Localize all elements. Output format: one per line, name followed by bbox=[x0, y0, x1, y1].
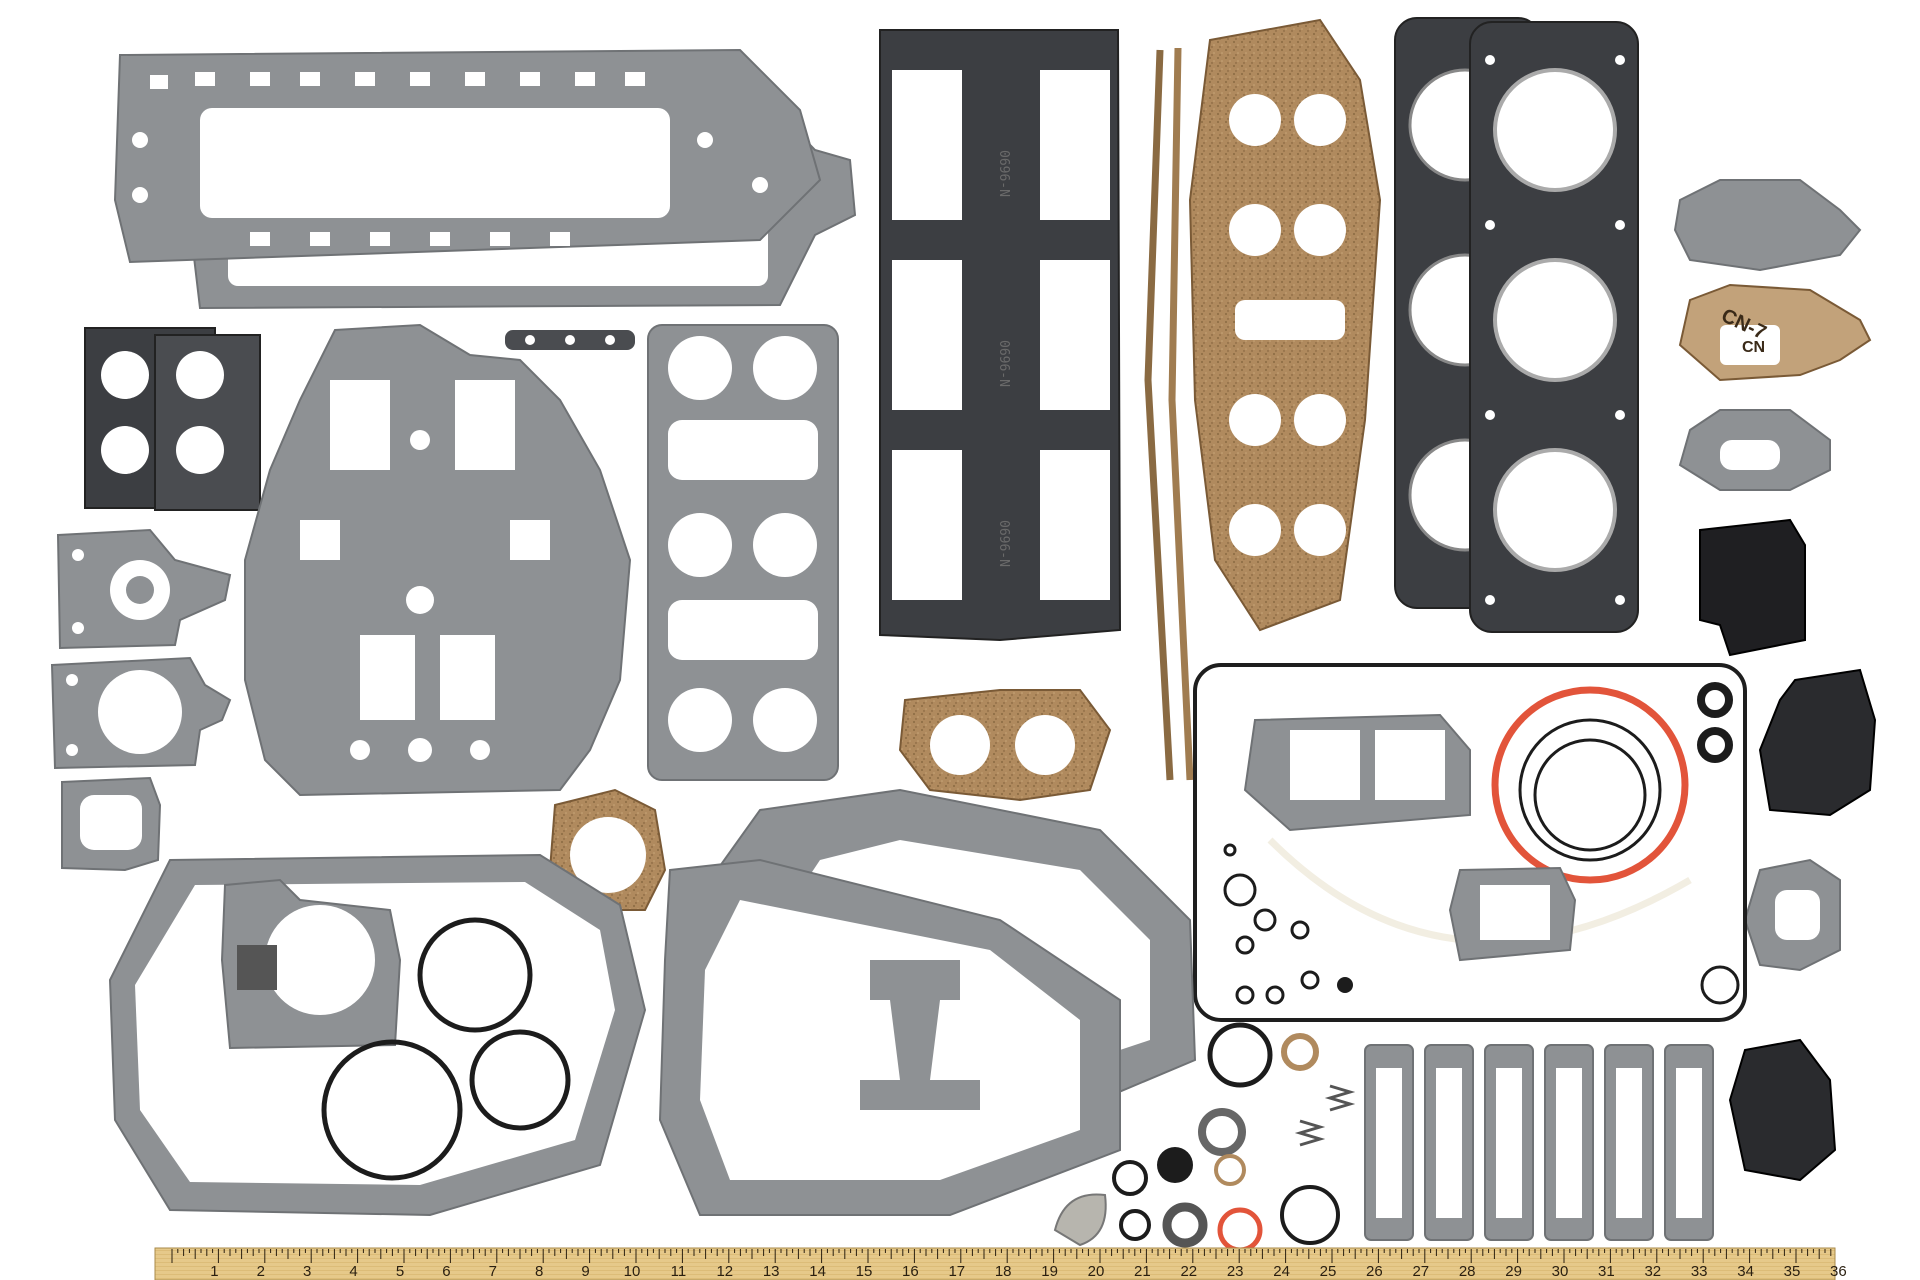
ruler-number: 27 bbox=[1412, 1263, 1429, 1280]
intake-stamp-1: 0696-N bbox=[996, 150, 1011, 197]
ruler-number: 14 bbox=[809, 1263, 826, 1280]
ruler-number: 17 bbox=[948, 1263, 965, 1280]
ruler-ticks bbox=[171, 1249, 1832, 1263]
cylinder-head-gasket-front bbox=[1469, 21, 1639, 633]
ruler-number: 16 bbox=[902, 1263, 919, 1280]
fuel-pump-gasket-gray bbox=[1673, 179, 1862, 272]
seal-kit-sheet bbox=[1193, 663, 1747, 1022]
water-pump-gasket-1 bbox=[56, 528, 232, 650]
water-pump-gasket-3 bbox=[61, 776, 162, 872]
ruler-number: 7 bbox=[489, 1263, 497, 1280]
cylinder-port-gasket bbox=[647, 324, 839, 781]
ruler-number: 21 bbox=[1134, 1263, 1151, 1280]
ruler-number: 35 bbox=[1784, 1263, 1801, 1280]
ruler-number: 31 bbox=[1598, 1263, 1615, 1280]
carburetor-gasket-black bbox=[84, 327, 261, 511]
small-strip-gasket bbox=[505, 330, 635, 350]
ruler-number: 26 bbox=[1366, 1263, 1383, 1280]
ruler-number: 30 bbox=[1552, 1263, 1569, 1280]
ruler-number: 1 bbox=[210, 1263, 218, 1280]
intake-stamp-2: 0696-N bbox=[996, 340, 1011, 387]
exhaust-cover-gasket-front bbox=[113, 48, 822, 264]
ruler-number: 18 bbox=[995, 1263, 1012, 1280]
ruler-number: 12 bbox=[716, 1263, 733, 1280]
intake-manifold-gasket: 0696-N 0696-N 0696-N bbox=[879, 29, 1122, 642]
fuel-pump-gasket-gray-2 bbox=[1678, 409, 1831, 491]
ruler-number: 28 bbox=[1459, 1263, 1476, 1280]
fuel-pump-label-2: CN bbox=[1742, 339, 1765, 356]
ruler-number: 24 bbox=[1273, 1263, 1290, 1280]
ruler-number: 23 bbox=[1227, 1263, 1244, 1280]
o-rings-lower-left bbox=[321, 917, 571, 1181]
ruler-number: 15 bbox=[856, 1263, 873, 1280]
crankcase-gasket bbox=[244, 323, 632, 797]
reed-block-gaskets bbox=[1364, 1044, 1714, 1241]
ruler-number: 19 bbox=[1041, 1263, 1058, 1280]
cork-strip-gaskets bbox=[1144, 47, 1194, 781]
intake-stamp-3: 0696-N bbox=[996, 520, 1011, 567]
ruler-number: 8 bbox=[535, 1263, 543, 1280]
fuel-pump-diaphragm-black bbox=[1699, 518, 1806, 657]
ruler-number: 36 bbox=[1830, 1263, 1847, 1280]
water-pump-gasket-2 bbox=[50, 656, 232, 770]
fuel-pump-diaphragm-2 bbox=[1758, 668, 1877, 817]
water-tube-seal-plate bbox=[220, 878, 402, 1050]
ruler-number: 9 bbox=[581, 1263, 589, 1280]
ruler-number: 13 bbox=[763, 1263, 780, 1280]
ruler-number: 2 bbox=[257, 1263, 265, 1280]
ruler-number: 5 bbox=[396, 1263, 404, 1280]
ruler-number: 32 bbox=[1644, 1263, 1661, 1280]
ruler-number: 29 bbox=[1505, 1263, 1522, 1280]
ruler-number: 3 bbox=[303, 1263, 311, 1280]
fuel-pump-diaphragm-3 bbox=[1728, 1038, 1837, 1182]
ruler-number: 22 bbox=[1180, 1263, 1197, 1280]
fuel-pump-gasket-cork: CN-7 CN bbox=[1678, 283, 1872, 382]
ruler-number: 10 bbox=[624, 1263, 641, 1280]
fuel-pump-gasket-gray-3 bbox=[1743, 858, 1841, 972]
cork-head-cover-gaskets bbox=[1188, 18, 1382, 632]
ruler-number: 25 bbox=[1320, 1263, 1337, 1280]
ruler-number: 33 bbox=[1691, 1263, 1708, 1280]
ruler-number: 34 bbox=[1737, 1263, 1754, 1280]
ruler-number: 6 bbox=[442, 1263, 450, 1280]
ruler-number: 20 bbox=[1088, 1263, 1105, 1280]
small-seals-bottom bbox=[1053, 1022, 1356, 1253]
exhaust-plate-gasket-front bbox=[658, 858, 1121, 1216]
ruler-number: 4 bbox=[349, 1263, 357, 1280]
cork-thermostat-gaskets bbox=[898, 689, 1112, 802]
ruler-number: 11 bbox=[671, 1263, 687, 1280]
